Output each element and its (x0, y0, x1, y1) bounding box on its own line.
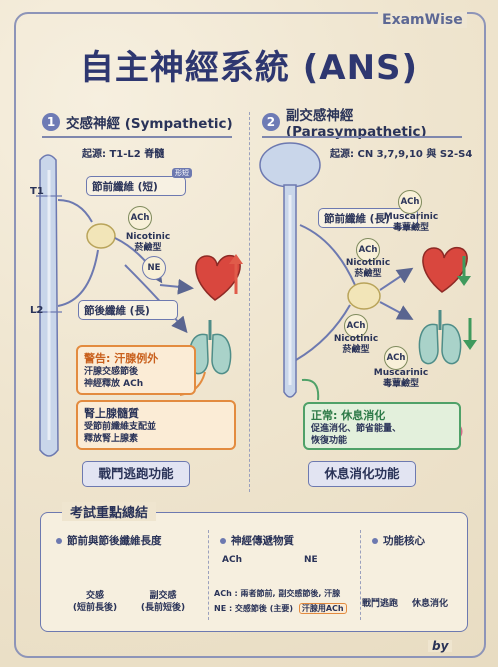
summary-rest-digest: 休息消化 (412, 599, 449, 609)
normal-line-2: 恢復功能 (311, 436, 348, 446)
summary-panel (40, 512, 468, 632)
parasympathetic-lungs-graphic (418, 310, 462, 365)
parasympathetic-heading-rule (262, 136, 462, 138)
summary-transmitter-heading: 神經傳遞物質 (220, 533, 294, 548)
sympathetic-nicotinic-zh: 菸鹼型 (134, 243, 162, 253)
normal-line-1: 促進消化、節省能量、 (311, 424, 402, 434)
sympathetic-nicotinic-en: Nicotinic (125, 232, 171, 242)
adrenal-medulla-box: 腎上腺髓質 受節前纖維支配並 釋放腎上腺素 (76, 400, 236, 450)
parasympathetic-function-pill: 休息消化功能 (308, 461, 416, 487)
summary-sympathetic-length: 交感 (短前長後) (60, 590, 130, 614)
parasympathetic-cns-graphic (259, 142, 321, 398)
parasympathetic-nicotinic-zh-1: 菸鹼型 (354, 269, 382, 279)
short-tag: 形短 (172, 168, 192, 178)
warning-text: 汗腺交感節後 神經釋放 ACh (84, 366, 143, 390)
sympathetic-preganglionic-label: 節前纖維 (短) (86, 176, 186, 196)
summary-parasympathetic-sub: (長前短後) (140, 603, 186, 613)
sympathetic-ganglion (86, 223, 116, 249)
adrenal-line-2: 釋放腎上腺素 (84, 434, 139, 444)
parasympathetic-nicotinic-zh-2: 菸鹼型 (342, 345, 370, 355)
summary-ach-label: ACh (222, 555, 242, 565)
parasympathetic-preganglionic-label: 節前纖維 (長) (318, 208, 418, 228)
parasympathetic-nicotinic-en-2: Nicotinic (333, 334, 379, 344)
summary-sympathetic-label: 交感 (85, 591, 104, 601)
segment-t1-label: T1 (30, 186, 44, 197)
sweat-gland-ach-tag: 汗腺用ACh (298, 603, 347, 614)
rest-digest-box: 正常: 休息消化 促進消化、節省能量、 恢復功能 (303, 402, 461, 450)
section-number-1: 1 (42, 113, 60, 131)
lung-down-arrow (463, 340, 477, 350)
adrenal-line-1: 受節前纖維支配並 (84, 422, 157, 432)
summary-title: 考試重點總結 (62, 502, 157, 521)
parasympathetic-muscarinic-en-1: Muscarinic (383, 212, 439, 222)
parasympathetic-muscarinic-label-2: Muscarinic 毒蕈鹼型 (370, 368, 432, 390)
sympathetic-heart-graphic (195, 254, 241, 301)
warning-line-2: 神經釋放 ACh (84, 379, 144, 389)
parasympathetic-muscarinic-label-1: Muscarinic 毒蕈鹼型 (380, 212, 442, 234)
sympathetic-origin: 起源: T1-L2 脊髓 (82, 149, 165, 160)
parasympathetic-nicotinic-label-1: Nicotinic 菸鹼型 (338, 258, 398, 280)
parasympathetic-muscarinic-en-2: Muscarinic (373, 368, 429, 378)
bullet-dot (372, 538, 378, 544)
ne-badge: NE (142, 256, 166, 280)
sympathetic-postganglionic-label: 節後纖維 (長) (78, 300, 178, 320)
summary-function-heading-text: 功能核心 (383, 535, 425, 547)
summary-parasympathetic-label: 副交感 (149, 591, 177, 601)
summary-fiber-heading: 節前與節後纖維長度 (56, 533, 162, 548)
summary-fiber-heading-text: 節前與節後纖維長度 (67, 535, 162, 547)
parasympathetic-ach-badge-1: ACh (356, 238, 380, 262)
sympathetic-spinal-cord-graphic (36, 154, 62, 457)
warning-title: 警告: 汗腺例外 (84, 352, 159, 365)
parasympathetic-nicotinic-label-2: Nicotinic 菸鹼型 (326, 334, 386, 356)
summary-transmitter-heading-text: 神經傳遞物質 (231, 535, 294, 547)
summary-ne-label: NE (304, 555, 318, 565)
footer-signature: by (428, 640, 453, 652)
parasympathetic-ganglion (347, 282, 381, 310)
brand-label: ExamWise (378, 12, 467, 28)
parasympathetic-nicotinic-en-1: Nicotinic (345, 258, 391, 268)
sympathetic-ach-badge: ACh (128, 206, 152, 230)
heart-rate-up-arrow (229, 254, 243, 264)
summary-parasympathetic-length: 副交感 (長前短後) (128, 590, 198, 614)
summary-sympathetic-sub: (短前長後) (72, 603, 118, 613)
summary-ach-line: ACh : 兩者節前, 副交感節後, 汗腺 (214, 589, 341, 598)
parasympathetic-ach-badge-3: ACh (398, 190, 422, 214)
sympathetic-heading: 1 交感神經 (Sympathetic) (42, 110, 233, 134)
summary-ne-line: NE : 交感節後 (主要) 汗腺用ACh (214, 603, 347, 615)
bullet-dot (56, 538, 62, 544)
summary-function-heading: 功能核心 (372, 533, 425, 548)
page-frame (14, 12, 486, 658)
normal-text: 促進消化、節省能量、 恢復功能 (311, 423, 401, 447)
bullet-dot (220, 538, 226, 544)
sympathetic-function-pill: 戰鬥逃跑功能 (82, 461, 190, 487)
adrenal-text: 受節前纖維支配並 釋放腎上腺素 (84, 421, 156, 445)
summary-ne-line-text: NE : 交感節後 (主要) (214, 604, 294, 613)
summary-fight-flight: 戰鬥逃跑 (362, 599, 399, 609)
page-title: 自主神經系統 (ANS) (79, 48, 419, 88)
section-number-2: 2 (262, 113, 280, 131)
parasympathetic-ach-badge-2: ACh (344, 314, 368, 338)
segment-l2-label: L2 (30, 305, 44, 316)
parasympathetic-origin: 起源: CN 3,7,9,10 與 S2-S4 (330, 149, 473, 160)
sympathetic-heading-rule (42, 136, 232, 138)
sympathetic-heading-text: 交感神經 (Sympathetic) (66, 116, 233, 132)
parasympathetic-heart-graphic (422, 246, 468, 293)
summary-divider-2 (360, 530, 362, 620)
parasympathetic-muscarinic-zh-1: 毒蕈鹼型 (392, 223, 429, 233)
adrenal-title: 腎上腺髓質 (84, 407, 139, 420)
warning-line-1: 汗腺交感節後 (84, 367, 139, 377)
sympathetic-nicotinic-label: Nicotinic 菸鹼型 (118, 232, 178, 254)
normal-title: 正常: 休息消化 (311, 409, 386, 422)
parasympathetic-muscarinic-zh-2: 毒蕈鹼型 (382, 379, 419, 389)
summary-divider-1 (208, 530, 210, 620)
parasympathetic-ach-badge-4: ACh (384, 346, 408, 370)
sweat-gland-warning-box: 警告: 汗腺例外 汗腺交感節後 神經釋放 ACh (76, 345, 196, 395)
heart-rate-down-arrow (457, 276, 471, 286)
section-divider (249, 112, 251, 492)
